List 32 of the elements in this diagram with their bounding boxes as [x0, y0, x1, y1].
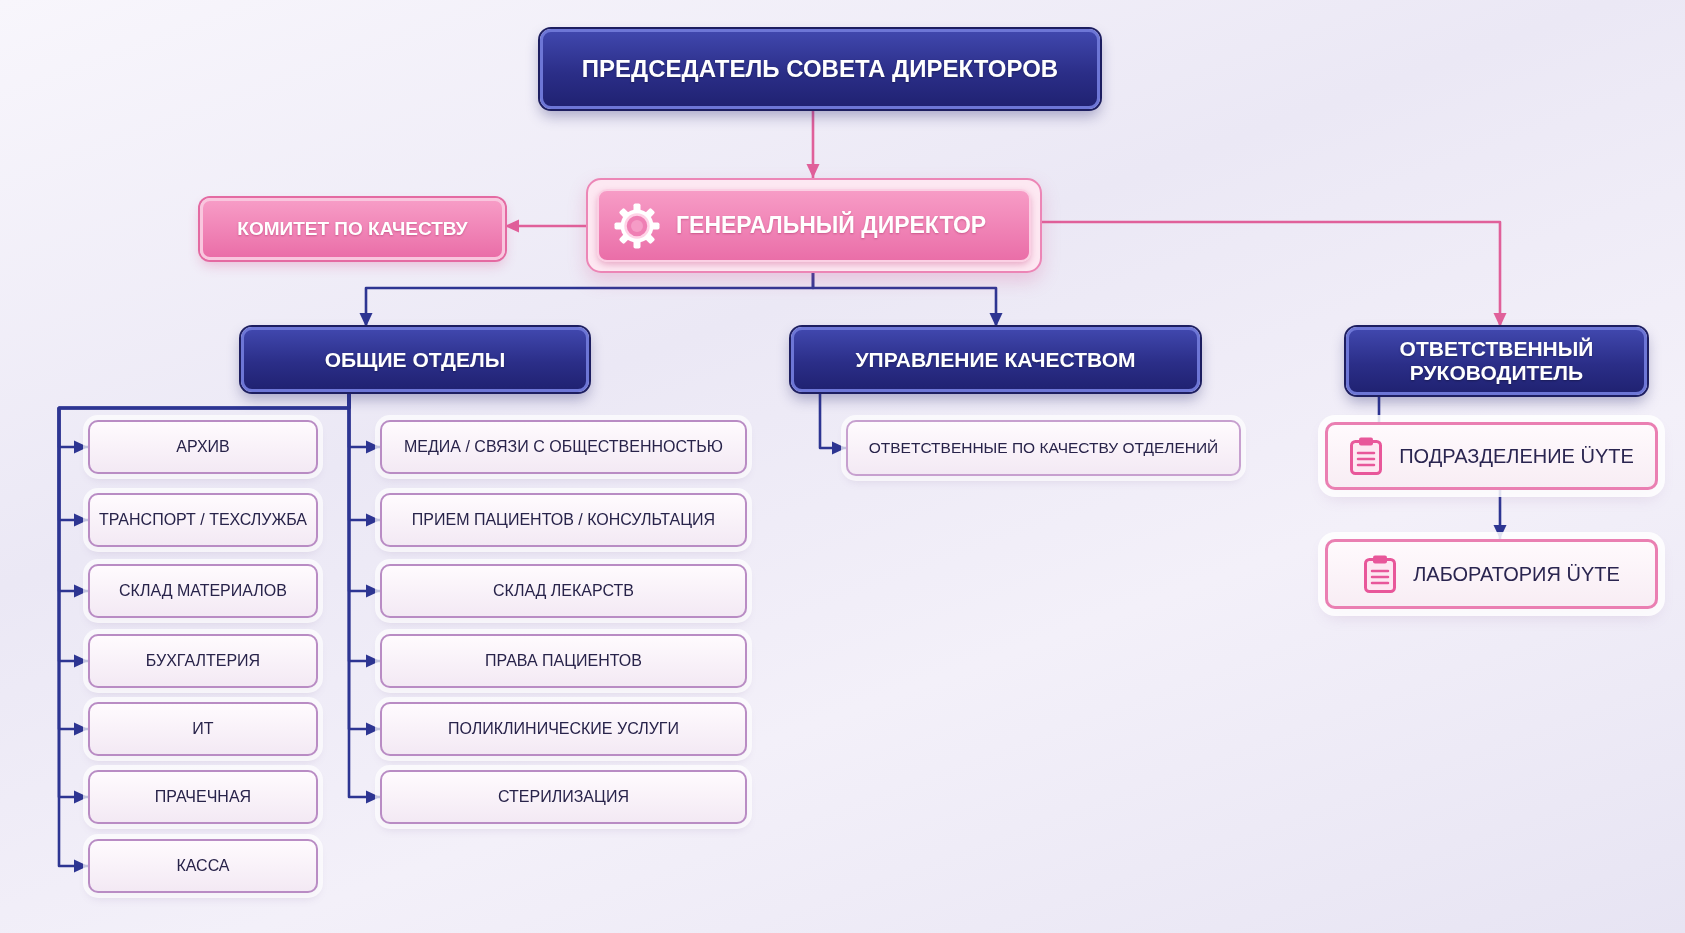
- unit-name: ГЕНЕРАЛЬНЫЙ ДИРЕКТОР: [676, 212, 987, 239]
- unit-name: СТЕРИЛИЗАЦИЯ: [498, 787, 629, 807]
- position-box: [540, 29, 1100, 109]
- unit-name: УПРАВЛЕНИЕ КАЧЕСТВОМ: [855, 347, 1136, 372]
- arrow: [1042, 220, 1507, 327]
- unit-name: ОТВЕТСТВЕННЫЕ ПО КАЧЕСТВУ ОТДЕЛЕНИЙ: [868, 439, 1219, 457]
- unit-name: ПРЕДСЕДАТЕЛЬ СОВЕТА ДИРЕКТОРОВ: [581, 55, 1059, 83]
- unit-name: ОБЩИЕ ОТДЕЛЫ: [324, 347, 506, 372]
- unit-name: ПОДРАЗДЕЛЕНИЕ ÜYTE: [1399, 444, 1634, 468]
- position-box: [791, 327, 1200, 392]
- unit-name: ИТ: [192, 719, 214, 739]
- unit-name: ТРАНСПОРТ / ТЕХСЛУЖБА: [99, 510, 307, 530]
- unit-name: БУХГАЛТЕРИЯ: [145, 651, 261, 671]
- unit-name: АРХИВ: [176, 437, 230, 457]
- position-box: [586, 178, 1042, 273]
- position-box: [200, 198, 505, 260]
- arrow: [806, 109, 820, 178]
- unit-name: ЛАБОРАТОРИЯ ÜYTE: [1413, 562, 1620, 586]
- unit-name: ОТВЕТСТВЕННЫЙ РУКОВОДИТЕЛЬ: [1398, 337, 1595, 385]
- unit-name: ПРАВА ПАЦИЕНТОВ: [485, 651, 642, 671]
- unit-name: ПРАЧЕЧНАЯ: [154, 787, 252, 807]
- unit-name: ПОЛИКЛИНИЧЕСКИЕ УСЛУГИ: [448, 719, 679, 739]
- unit-name: ПРИЕМ ПАЦИЕНТОВ / КОНСУЛЬТАЦИЯ: [411, 510, 716, 530]
- unit-name: КАССА: [176, 856, 230, 876]
- arrow: [811, 273, 1003, 327]
- unit-name: КОМИТЕТ ПО КАЧЕСТВУ: [237, 218, 468, 240]
- unit-name: СКЛАД ЛЕКАРСТВ: [493, 581, 634, 601]
- unit-name: МЕДИА / СВЯЗИ С ОБЩЕСТВЕННОСТЬЮ: [404, 437, 723, 457]
- arrow: [505, 219, 586, 233]
- unit-name: СКЛАД МАТЕРИАЛОВ: [119, 581, 287, 601]
- position-box: [1346, 327, 1647, 395]
- position-box: [241, 327, 589, 392]
